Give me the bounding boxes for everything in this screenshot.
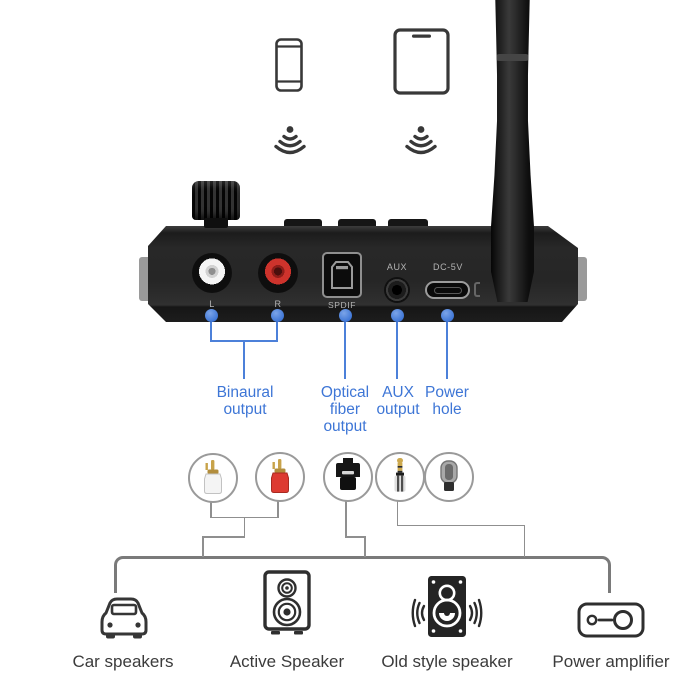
callout-line (210, 322, 212, 342)
tablet-icon (393, 28, 450, 95)
wire (396, 498, 398, 526)
callout-line (446, 322, 448, 379)
wire (243, 518, 245, 538)
callout-line (396, 322, 398, 379)
aux-port (384, 277, 410, 303)
wire (210, 516, 279, 518)
callout-power-hole: Power hole (425, 384, 469, 418)
port-label-spdif: SPDIF (327, 300, 357, 310)
wireless-signal-icon (267, 124, 313, 166)
antenna (491, 0, 534, 302)
callout-dot-aux (391, 309, 404, 322)
usb-c-plug-icon (424, 452, 474, 502)
wireless-signal-icon (398, 124, 444, 166)
active-speaker-icon (262, 570, 312, 642)
port-label-r: R (274, 299, 282, 309)
car-icon (96, 594, 152, 647)
top-button (388, 219, 428, 227)
wire (277, 498, 279, 518)
label-old-style-speaker: Old style speaker (381, 652, 513, 671)
wire (364, 537, 366, 557)
wire (345, 536, 366, 538)
top-button (284, 219, 322, 227)
wire (210, 498, 212, 518)
smartphone-icon (275, 38, 303, 92)
callout-line (344, 322, 346, 379)
red-rca-plug-icon (255, 452, 305, 502)
old-style-speaker-icon (410, 574, 484, 645)
callout-dot-spdif (339, 309, 352, 322)
label-power-amplifier: Power amplifier (552, 652, 670, 671)
callout-dot-l (205, 309, 218, 322)
port-label-l: L (209, 299, 215, 309)
usb-c-pin (434, 287, 462, 294)
top-button (338, 219, 376, 227)
label-active-speaker: Active Speaker (229, 652, 345, 671)
callout-optical-output: Optical fiber output (320, 384, 370, 435)
volume-knob (192, 181, 240, 220)
callout-dot-power (441, 309, 454, 322)
port-label-dc5v: DC-5V (432, 262, 463, 272)
wire (202, 537, 204, 557)
optical-toslink-plug-icon (323, 452, 373, 502)
wire (202, 536, 245, 538)
right-mount-tab (576, 257, 587, 301)
reset-slot (474, 282, 480, 297)
volume-knob-base (204, 218, 228, 228)
power-amplifier-icon (577, 602, 645, 643)
callout-dot-r (271, 309, 284, 322)
wire (345, 498, 347, 538)
antenna-ring (496, 54, 529, 61)
rca-port-right (258, 253, 298, 293)
callout-line (210, 340, 278, 342)
aux-3-5mm-plug-icon (375, 452, 425, 502)
wire (396, 524, 525, 526)
label-car-speakers: Car speakers (72, 652, 174, 671)
callout-line (243, 342, 245, 379)
wire (523, 526, 525, 557)
rca-port-left (192, 253, 232, 293)
spdif-optical-port (322, 252, 362, 298)
callout-binaural-output: Binaural output (216, 384, 274, 418)
callout-aux-output: AUX output (376, 384, 420, 418)
port-label-aux: AUX (386, 262, 408, 272)
output-bus-line (114, 556, 611, 593)
callout-line (276, 322, 278, 342)
white-rca-plug-icon (188, 453, 238, 503)
left-mount-tab (139, 257, 150, 301)
usb-c-port (425, 281, 470, 299)
